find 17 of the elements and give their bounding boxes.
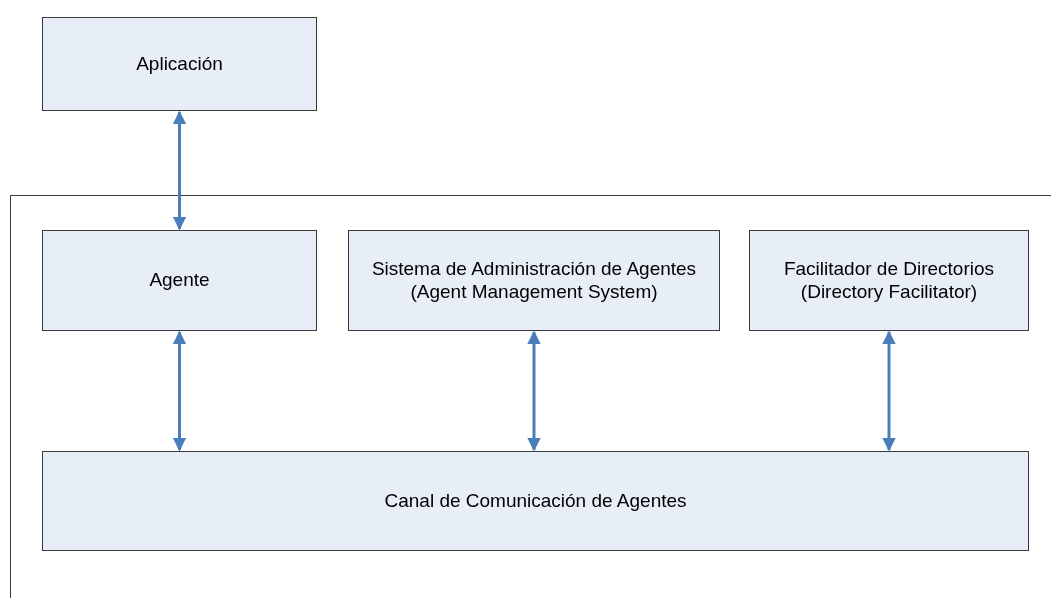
double-arrow [172, 330, 187, 452]
process-box [42, 451, 1029, 551]
process-box [348, 230, 720, 331]
box-label: (Agent Management System) [410, 280, 658, 304]
platform-frame [10, 195, 1051, 598]
box-label: Facilitador de Directorios [783, 257, 995, 281]
double-arrow [527, 330, 541, 452]
box-label: Aplicación [136, 52, 223, 76]
double-arrow [172, 110, 187, 231]
process-box [749, 230, 1029, 331]
box-label: Sistema de Administración de Agentes [371, 257, 697, 281]
box-label: Canal de Comunicación de Agentes [384, 489, 687, 513]
double-arrow [882, 330, 896, 452]
box-label: (Directory Facilitator) [800, 280, 978, 304]
process-box [42, 17, 317, 111]
box-label: Agente [149, 269, 210, 292]
process-box [42, 230, 317, 331]
